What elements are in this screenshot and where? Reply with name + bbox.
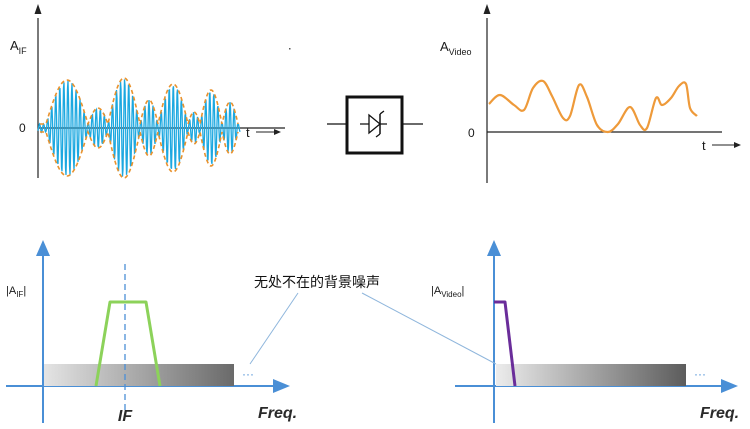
if-spec-y-arrowhead xyxy=(36,240,50,256)
if-time-y-label: AIF xyxy=(10,38,27,56)
video-noise-floor xyxy=(496,364,686,386)
if-time-t-arrowhead xyxy=(274,129,281,135)
video-spec-y-label: |AVideo| xyxy=(431,285,464,299)
video-spectrum-panel: ··· |AVideo| Freq. xyxy=(431,240,739,423)
if-center-label: IF xyxy=(118,408,133,425)
if-spec-y-label: |AIF| xyxy=(6,285,26,299)
video-time-t-arrowhead xyxy=(734,142,741,148)
detector-block xyxy=(327,95,423,155)
video-time-y-label: AVideo xyxy=(440,39,472,57)
video-spec-x-arrowhead xyxy=(721,379,738,393)
annotation-leader-right xyxy=(361,292,497,365)
video-signal-wave xyxy=(488,79,698,134)
if-spectrum-panel: ··· |AIF| IF Freq. xyxy=(6,240,297,425)
if-time-y-arrow xyxy=(34,4,42,14)
if-time-panel: AIF 0 t xyxy=(10,4,285,179)
video-filter-lowpass xyxy=(494,300,517,387)
diode-icon xyxy=(360,110,387,138)
if-spec-x-arrowhead xyxy=(273,379,290,393)
noise-annotation: 无处不在的背景噪声 xyxy=(249,275,497,365)
video-noise-ellipsis: ··· xyxy=(694,367,706,381)
noise-annotation-text: 无处不在的背景噪声 xyxy=(254,275,380,291)
annotation-leader-left xyxy=(249,292,299,365)
if-time-t-label: t xyxy=(246,125,250,140)
if-filter-passband xyxy=(94,300,162,387)
if-time-zero-label: 0 xyxy=(19,121,26,135)
if-noise-ellipsis: ··· xyxy=(242,367,254,381)
detector-box xyxy=(345,95,404,155)
video-time-y-arrow xyxy=(483,4,491,14)
stray-dot xyxy=(289,48,291,50)
video-spec-y-arrowhead xyxy=(487,240,501,256)
video-time-zero-label: 0 xyxy=(468,126,475,140)
video-spec-x-label: Freq. xyxy=(700,405,739,422)
if-noise-floor xyxy=(44,364,234,386)
if-envelope-bottom xyxy=(40,128,239,179)
video-time-panel: AVideo 0 t xyxy=(440,4,741,183)
if-envelope-top xyxy=(40,77,239,128)
video-time-t-label: t xyxy=(702,138,706,153)
if-spec-x-label: Freq. xyxy=(258,405,297,422)
